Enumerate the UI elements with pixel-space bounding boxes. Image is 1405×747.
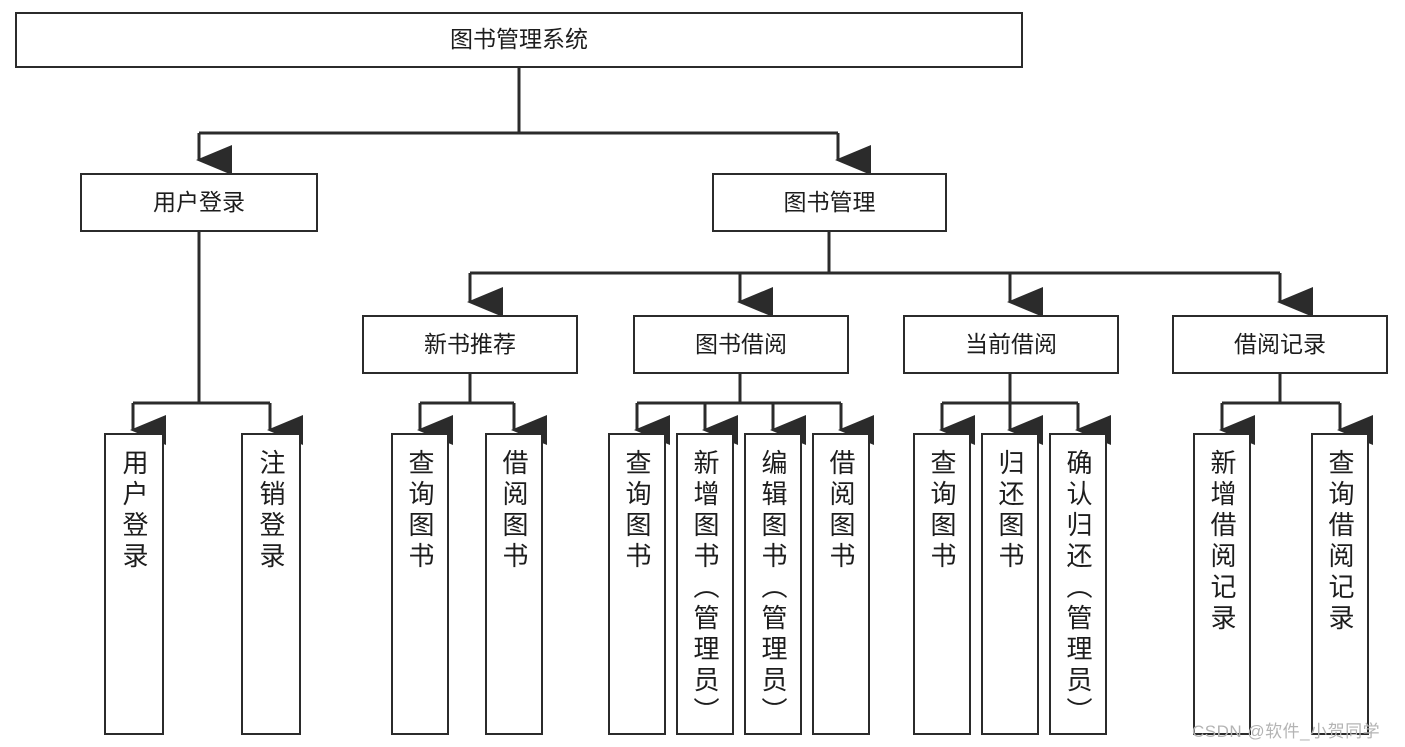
node-label: 新增借阅记录 bbox=[1207, 449, 1237, 635]
node-label: 查询图书 bbox=[927, 449, 957, 573]
leaf-borrow-edit-book-admin[interactable]: 编辑图书（管理员） bbox=[744, 433, 802, 735]
leaf-borrow-borrow-book[interactable]: 借阅图书 bbox=[812, 433, 870, 735]
node-label: 新书推荐 bbox=[424, 330, 516, 357]
leaf-current-return-book[interactable]: 归还图书 bbox=[981, 433, 1039, 735]
node-borrow-record[interactable]: 借阅记录 bbox=[1172, 315, 1388, 374]
leaf-current-confirm-return-admin[interactable]: 确认归还（管理员） bbox=[1049, 433, 1107, 735]
node-user-login[interactable]: 用户登录 bbox=[80, 173, 318, 232]
node-label: 用户登录 bbox=[119, 449, 149, 573]
node-label: 查询图书 bbox=[405, 449, 435, 573]
leaf-record-add-record[interactable]: 新增借阅记录 bbox=[1193, 433, 1251, 735]
node-label: 归还图书 bbox=[995, 449, 1025, 573]
node-label: 注销登录 bbox=[256, 449, 286, 573]
node-label: 图书管理 bbox=[783, 188, 876, 215]
node-book-borrow[interactable]: 图书借阅 bbox=[633, 315, 849, 374]
node-label: 查询借阅记录 bbox=[1325, 449, 1355, 635]
node-new-book-recommend[interactable]: 新书推荐 bbox=[362, 315, 578, 374]
node-label: 借阅记录 bbox=[1234, 330, 1326, 357]
node-label: 查询图书 bbox=[622, 449, 652, 573]
node-label: 图书借阅 bbox=[695, 330, 787, 357]
node-label: 新增图书（管理员） bbox=[690, 449, 720, 728]
watermark-text: CSDN @软件_小贺同学 bbox=[1192, 722, 1381, 741]
leaf-new-book-query[interactable]: 查询图书 bbox=[391, 433, 449, 735]
leaf-current-query-book[interactable]: 查询图书 bbox=[913, 433, 971, 735]
leaf-borrow-add-book-admin[interactable]: 新增图书（管理员） bbox=[676, 433, 734, 735]
node-label: 确认归还（管理员） bbox=[1063, 449, 1093, 728]
node-label: 编辑图书（管理员） bbox=[758, 449, 788, 728]
leaf-new-book-borrow[interactable]: 借阅图书 bbox=[485, 433, 543, 735]
leaf-record-query-record[interactable]: 查询借阅记录 bbox=[1311, 433, 1369, 735]
leaf-user-login-logout[interactable]: 注销登录 bbox=[241, 433, 301, 735]
node-label: 借阅图书 bbox=[826, 449, 856, 573]
node-label: 当前借阅 bbox=[965, 330, 1057, 357]
node-root-system[interactable]: 图书管理系统 bbox=[15, 12, 1023, 68]
node-book-management[interactable]: 图书管理 bbox=[712, 173, 947, 232]
leaf-borrow-query-book[interactable]: 查询图书 bbox=[608, 433, 666, 735]
node-label: 图书管理系统 bbox=[450, 26, 588, 53]
node-label: 借阅图书 bbox=[499, 449, 529, 573]
node-label: 用户登录 bbox=[153, 188, 245, 215]
node-current-borrow[interactable]: 当前借阅 bbox=[903, 315, 1119, 374]
leaf-user-login-login[interactable]: 用户登录 bbox=[104, 433, 164, 735]
